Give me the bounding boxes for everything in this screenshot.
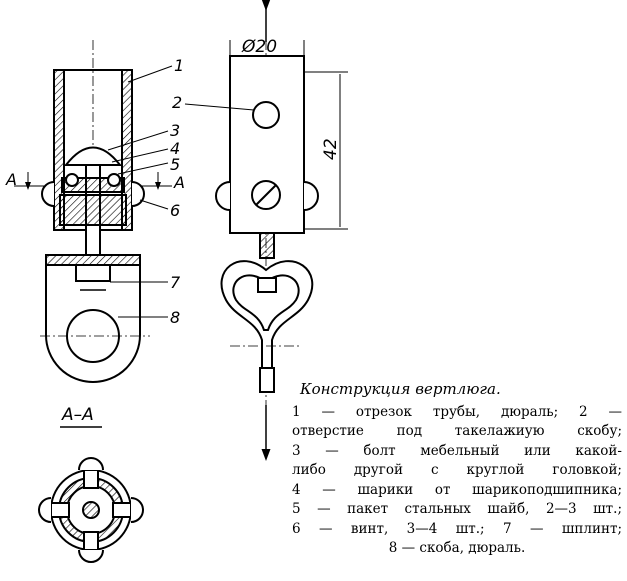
caption-block: Конструкция вертлюга. 1 — отрезок трубы,… (292, 380, 622, 559)
label-part-1: 1 (174, 56, 184, 75)
label-part-4: 4 (170, 139, 180, 158)
dimension-diameter: Ø20 (241, 37, 277, 57)
caption-line: 8 — скоба, дюраль. (388, 540, 526, 556)
caption-line: 3 — болт мебельный или какой- (292, 442, 622, 459)
label-part-8: 8 (170, 308, 180, 327)
caption-line: 1 — отрезок трубы, дюраль; 2 — (292, 403, 622, 420)
screw-head (251, 180, 281, 210)
bolt-head (63, 146, 123, 166)
caption-line: 4 — шарики от шарикоподшипника; (292, 481, 622, 498)
ball-left (65, 173, 79, 187)
section-mark-left: A (5, 170, 17, 189)
label-part-7: 7 (170, 273, 181, 292)
hole-2 (252, 101, 280, 129)
section-mark-right: A (173, 173, 185, 192)
caption-line: отверстие под такелажиую скобу; (292, 423, 622, 439)
dimension-length: 42 (321, 138, 341, 160)
caption-line: либо другой с круглой головкой; (292, 462, 622, 478)
label-part-3: 3 (170, 121, 180, 140)
screw-left (41, 181, 55, 207)
caption-line: 6 — винт, 3—4 шт.; 7 — шплинт; (292, 520, 622, 537)
nut (75, 264, 111, 282)
section-title: A–A (61, 405, 94, 425)
bracket (45, 254, 141, 383)
left-section-view (14, 40, 173, 383)
caption-line: 5 — пакет стальных шайб, 2—3 шт.; (292, 501, 622, 517)
caption-title: Конструкция вертлюга. (300, 380, 501, 398)
tube-body (229, 55, 305, 234)
ball-right (107, 173, 121, 187)
right-external-view (184, 0, 348, 461)
label-part-5: 5 (170, 155, 180, 174)
label-part-6: 6 (170, 201, 180, 220)
section-a-a-view (38, 426, 144, 563)
label-part-2: 2 (172, 93, 182, 112)
